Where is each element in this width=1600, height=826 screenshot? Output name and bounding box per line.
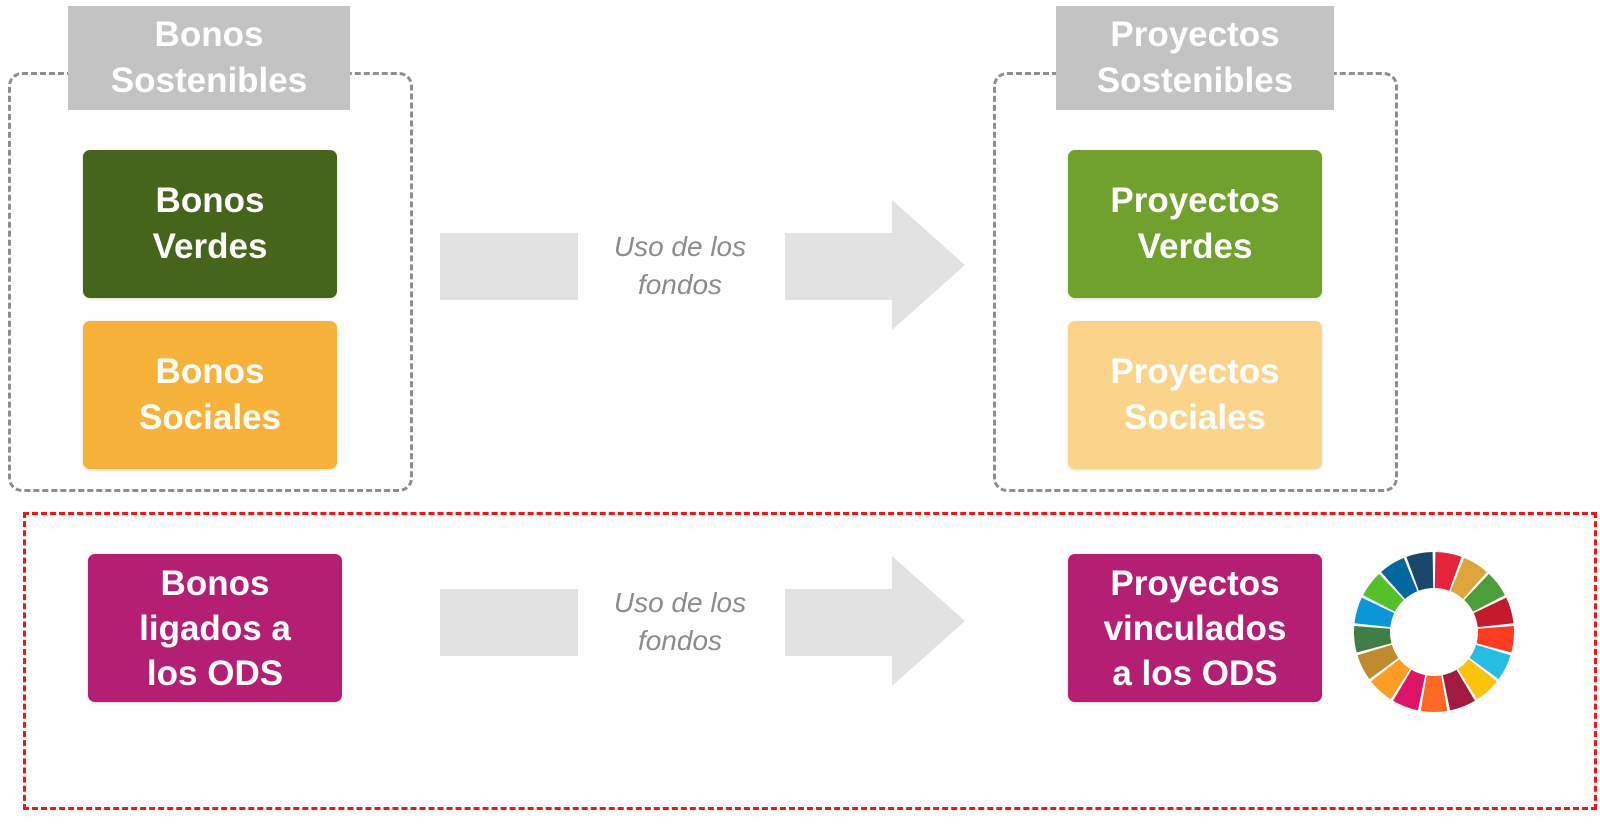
bonos-sostenibles-title: Bonos Sostenibles xyxy=(68,6,350,110)
proyectos-sostenibles-title: Proyectos Sostenibles xyxy=(1056,6,1334,110)
arrow-icon xyxy=(440,200,965,330)
sdg-wheel-segment xyxy=(1476,626,1514,653)
sdg-wheel-segment xyxy=(1464,573,1505,612)
sdg-wheel-segment xyxy=(1393,669,1426,711)
sdg-wheel-segment xyxy=(1434,552,1462,591)
arrow-icon xyxy=(440,556,965,686)
sdg-wheel-segment xyxy=(1420,675,1448,712)
ods-flow-arrow xyxy=(440,556,970,686)
sdg-wheel-segment xyxy=(1354,626,1392,653)
sdg-wheel-segment xyxy=(1354,597,1395,628)
top-flow-arrow xyxy=(440,200,970,330)
sdg-wheel-segment xyxy=(1363,573,1404,612)
sdg-wheel-segment xyxy=(1371,659,1411,700)
sdg-wheel-segment xyxy=(1457,659,1497,700)
top-flow-label: Uso de los fondos xyxy=(613,231,747,300)
sdg-wheel-segment xyxy=(1442,669,1475,711)
sdg-wheel-segment xyxy=(1450,557,1487,599)
bonos-sociales-card: Bonos Sociales xyxy=(83,321,337,469)
proyectos-verdes-card: Proyectos Verdes xyxy=(1068,150,1322,298)
sdg-wheel-icon xyxy=(1350,548,1518,716)
bonos-ligados-ods-card: Bonos ligados a los ODS xyxy=(88,554,342,702)
sdg-wheel-segment xyxy=(1357,644,1399,680)
proyectos-sociales-card: Proyectos Sociales xyxy=(1068,321,1322,469)
ods-highlight-frame xyxy=(23,512,1597,810)
sdg-wheel-segment xyxy=(1473,597,1514,628)
sdg-wheel-segment xyxy=(1406,552,1434,591)
sdg-wheel-segment xyxy=(1381,557,1418,599)
sdg-wheel-segment xyxy=(1469,644,1511,680)
bonos-verdes-card: Bonos Verdes xyxy=(83,150,337,298)
proyectos-vinculados-ods-card: Proyectos vinculados a los ODS xyxy=(1068,554,1322,702)
ods-flow-label: Uso de los fondos xyxy=(613,587,747,656)
